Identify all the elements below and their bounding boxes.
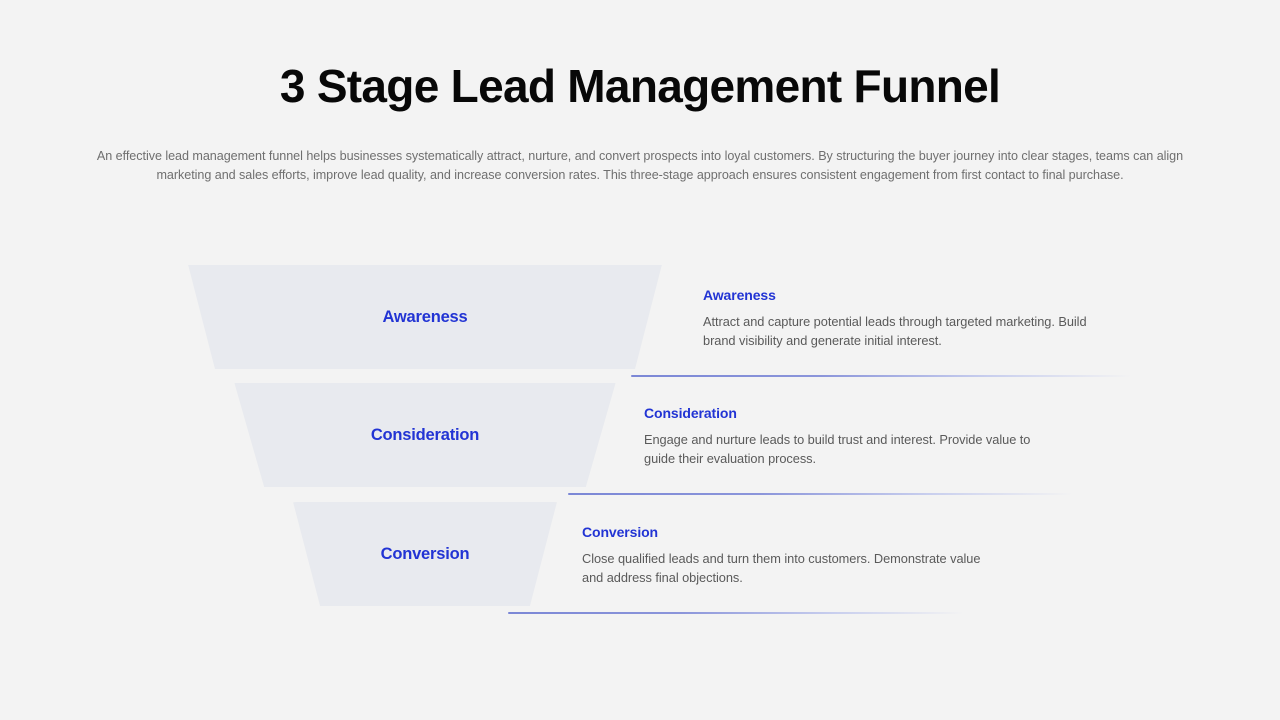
funnel-diagram: Awareness Awareness Attract and capture … bbox=[0, 255, 1280, 635]
stage-info-consideration: Consideration Engage and nurture leads t… bbox=[644, 405, 1114, 468]
funnel-shape-consideration[interactable]: Consideration bbox=[234, 383, 616, 487]
funnel-stage-conversion[interactable]: Conversion Conversion Close qualified le… bbox=[0, 502, 1280, 622]
stage-description: Attract and capture potential leads thro… bbox=[703, 314, 1087, 348]
funnel-shape-label: Awareness bbox=[382, 307, 468, 326]
stage-heading: Awareness bbox=[703, 287, 776, 303]
stage-description: Close qualified leads and turn them into… bbox=[582, 551, 981, 585]
page-title: 3 Stage Lead Management Funnel bbox=[279, 60, 1001, 112]
stage-divider-rule bbox=[568, 493, 1072, 495]
funnel-shape-conversion[interactable]: Conversion bbox=[293, 502, 557, 606]
funnel-shape-label: Conversion bbox=[380, 544, 470, 563]
funnel-stage-consideration[interactable]: Consideration Consideration Engage and n… bbox=[0, 383, 1280, 503]
funnel-shape-label: Consideration bbox=[370, 425, 480, 444]
stage-divider-rule bbox=[631, 375, 1131, 377]
page-subtitle: An effective lead management funnel help… bbox=[96, 148, 1184, 183]
stage-info-awareness: Awareness Attract and capture potential … bbox=[703, 287, 1173, 350]
stage-heading: Conversion bbox=[582, 524, 659, 540]
funnel-stage-awareness[interactable]: Awareness Awareness Attract and capture … bbox=[0, 265, 1280, 385]
stage-description: Engage and nurture leads to build trust … bbox=[644, 432, 1031, 466]
stage-divider-rule bbox=[508, 612, 963, 614]
stage-heading: Consideration bbox=[644, 405, 737, 421]
funnel-shape-awareness[interactable]: Awareness bbox=[188, 265, 662, 369]
page-header: 3 Stage Lead Management Funnel An effect… bbox=[0, 0, 1280, 185]
stage-info-conversion: Conversion Close qualified leads and tur… bbox=[582, 524, 1052, 587]
